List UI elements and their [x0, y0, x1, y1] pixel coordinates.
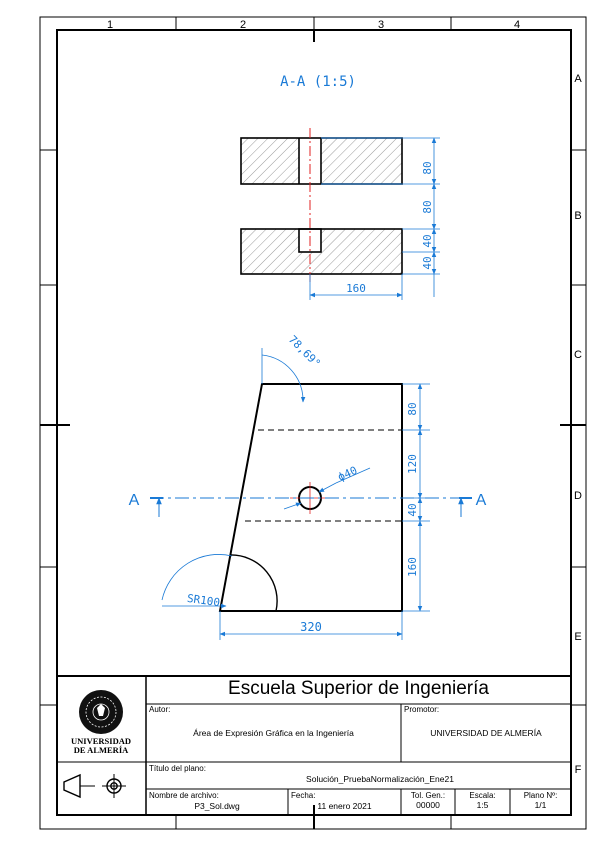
frame-row-D: D — [574, 490, 582, 502]
school-name: Escuela Superior de Ingeniería — [228, 678, 489, 699]
frame-column-4: 4 — [514, 19, 520, 31]
logo-line1: UNIVERSIDAD — [71, 736, 131, 746]
promoter-value: UNIVERSIDAD DE ALMERÍA — [430, 728, 542, 738]
frame-row-F: F — [575, 764, 582, 776]
plan-title-value: Solución_PruebaNormalización_Ene21 — [306, 774, 454, 784]
frame-row-A: A — [574, 73, 582, 85]
section-dimensions — [309, 137, 440, 300]
tolerance-label: Tol. Gen.: — [410, 791, 446, 800]
section-mark-left: A — [129, 492, 140, 509]
plan-title-label: Título del plano: — [149, 764, 206, 773]
promoter-label: Promotor: — [404, 705, 440, 714]
section-mark-right: A — [476, 492, 487, 509]
frame-column-1: 1 — [107, 19, 113, 31]
projection-symbol-icon — [63, 773, 126, 799]
title-block — [56, 675, 572, 816]
logo-line2: DE ALMERÍA — [74, 745, 129, 755]
dim-front-40: 40 — [406, 503, 419, 516]
section-view — [240, 128, 403, 282]
dim-front-radius: SR100 — [186, 592, 221, 609]
section-cut-line — [150, 497, 472, 517]
dim-front-80: 80 — [406, 402, 419, 415]
date-label: Fecha: — [291, 791, 316, 800]
front-dimensions — [161, 348, 430, 640]
date-value: 11 enero 2021 — [317, 801, 372, 811]
dim-section-160: 160 — [346, 282, 366, 295]
author-label: Autor: — [149, 705, 171, 714]
dim-section-40-upper: 40 — [421, 234, 434, 247]
filename-label: Nombre de archivo: — [149, 791, 219, 800]
university-seal-icon — [79, 690, 123, 734]
frame-column-3: 3 — [378, 19, 384, 31]
scale-value: 1:5 — [476, 800, 489, 810]
dim-section-80-top: 80 — [421, 161, 434, 174]
section-title: A-A (1:5) — [280, 74, 356, 90]
author-value: Área de Expresión Gráfica en la Ingenier… — [193, 728, 354, 738]
dim-front-angle: 78,69° — [286, 333, 323, 370]
dim-front-160: 160 — [406, 557, 419, 577]
filename-value: P3_Sol.dwg — [194, 801, 240, 811]
scale-label: Escala: — [469, 791, 496, 800]
dim-section-80-gap: 80 — [421, 200, 434, 213]
dim-front-320: 320 — [300, 620, 322, 634]
sheet-number-value: 1/1 — [534, 800, 547, 810]
dim-front-diameter: ϕ40 — [336, 464, 359, 484]
frame-row-B: B — [574, 210, 581, 222]
dim-section-40-lower: 40 — [421, 256, 434, 269]
sheet-number-label: Plano Nº: — [523, 791, 558, 800]
frame-row-C: C — [574, 349, 582, 361]
frame-column-2: 2 — [240, 19, 246, 31]
dim-front-120: 120 — [406, 454, 419, 474]
frame-row-E: E — [574, 631, 581, 643]
tolerance-value: 00000 — [416, 800, 440, 810]
